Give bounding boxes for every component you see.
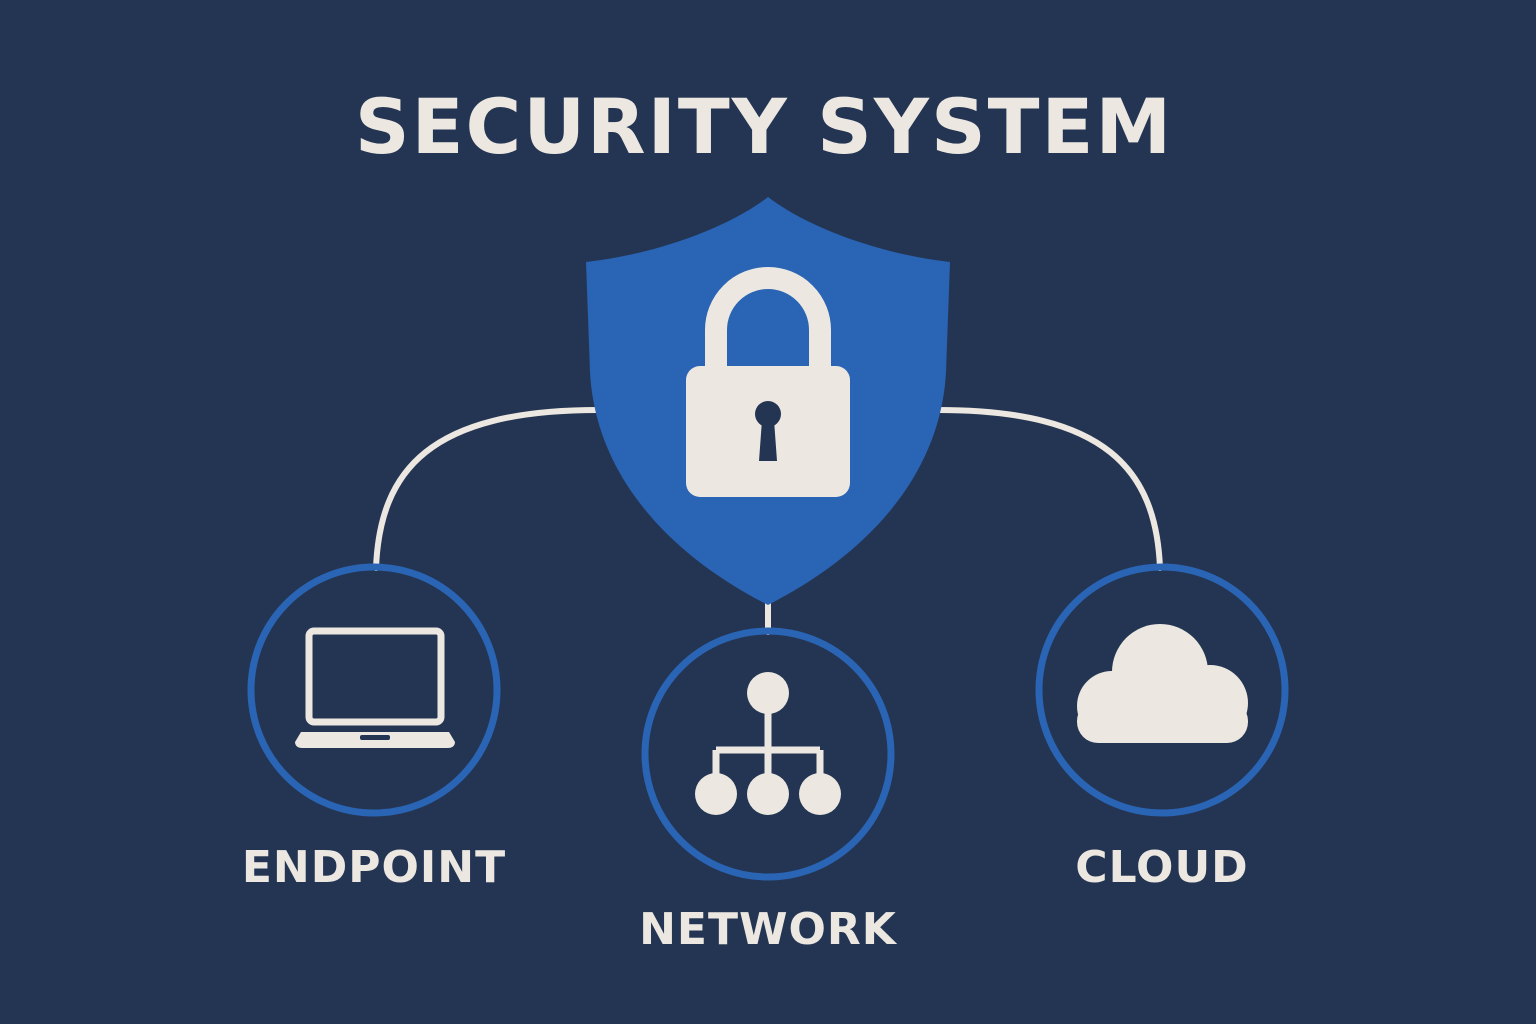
node-network: NETWORK — [639, 627, 898, 955]
laptop-trackpad — [360, 735, 390, 740]
network-child-node — [747, 773, 789, 815]
keyhole-icon — [755, 401, 781, 427]
padlock-shackle — [705, 267, 831, 372]
node-label-cloud: CLOUD — [1075, 842, 1248, 893]
cloud-icon — [1077, 624, 1248, 743]
node-label-endpoint: ENDPOINT — [242, 842, 506, 893]
network-root-node — [747, 672, 789, 714]
keyhole-slot — [759, 420, 777, 461]
laptop-screen — [305, 627, 445, 726]
network-links — [712, 692, 824, 792]
node-label-network: NETWORK — [639, 904, 898, 955]
connector-endpoint — [373, 407, 601, 571]
shield-lock-icon — [586, 197, 950, 605]
connector-cloud — [935, 407, 1163, 571]
diagram-title: SECURITY SYSTEM — [355, 82, 1173, 171]
laptop-icon — [295, 627, 455, 748]
network-child-node — [695, 773, 737, 815]
node-cloud: CLOUD — [1035, 563, 1289, 893]
node-endpoint: ENDPOINT — [242, 563, 506, 893]
endpoint-ring — [247, 563, 501, 817]
network-ring — [641, 627, 895, 881]
cloud-ring — [1035, 563, 1289, 817]
network-child-node — [799, 773, 841, 815]
connectors — [373, 407, 1163, 635]
network-hierarchy-icon — [695, 672, 841, 815]
padlock-icon — [686, 267, 850, 497]
cloud-base — [1077, 700, 1248, 743]
